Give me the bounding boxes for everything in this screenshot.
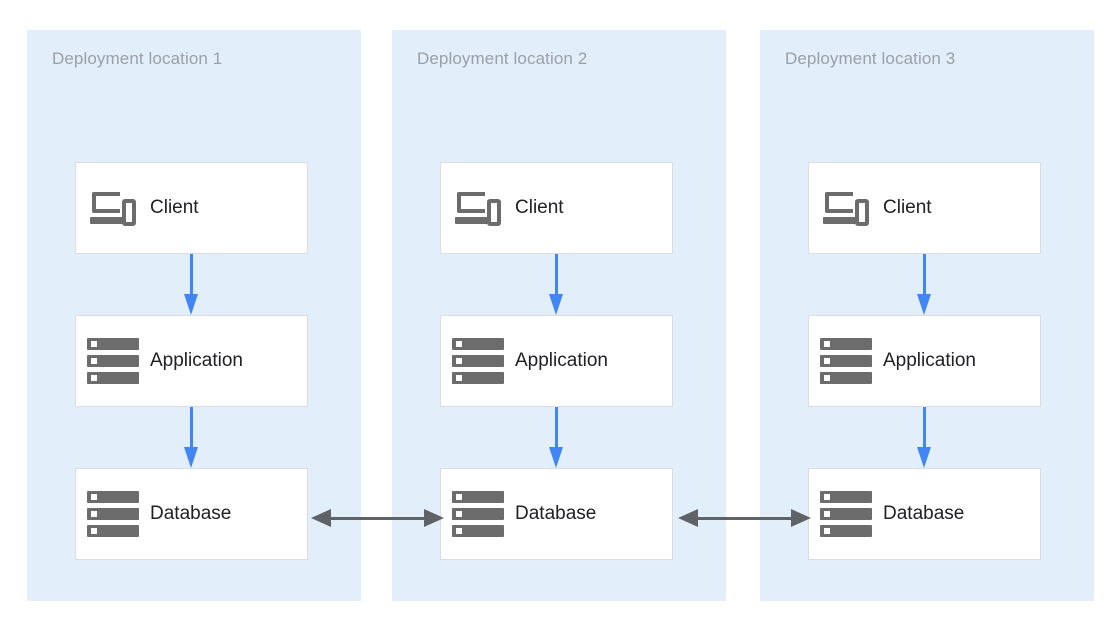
arrow-application-to-database [917,407,931,468]
panel-title: Deployment location 2 [417,49,588,68]
node-database[interactable]: Database [440,468,673,560]
node-client[interactable]: Client [808,162,1041,254]
node-label: Database [515,503,597,524]
arrow-database-replication-1-2 [311,509,444,529]
node-label: Client [150,197,199,218]
arrow-client-to-application [549,254,563,315]
server-stack-icon [809,491,883,537]
node-label: Application [883,350,976,371]
client-devices-icon [441,190,515,226]
deployment-location-panel-2: Deployment location 2 Client Application [392,30,726,601]
node-application[interactable]: Application [75,315,308,407]
server-stack-icon [441,338,515,384]
arrow-head-right-icon [424,509,444,527]
arrow-application-to-database [549,407,563,468]
server-stack-icon [76,338,150,384]
deployment-location-panel-3: Deployment location 3 Client Application [760,30,1094,601]
node-application[interactable]: Application [808,315,1041,407]
arrow-database-replication-2-3 [678,509,811,529]
arrow-head-left-icon [678,509,698,527]
node-label: Application [150,350,243,371]
server-stack-icon [809,338,883,384]
arrow-head-right-icon [791,509,811,527]
node-label: Client [515,197,564,218]
node-client[interactable]: Client [75,162,308,254]
node-label: Client [883,197,932,218]
arrow-client-to-application [184,254,198,315]
node-database[interactable]: Database [808,468,1041,560]
node-label: Database [883,503,965,524]
panel-title: Deployment location 1 [52,49,223,68]
node-label: Application [515,350,608,371]
client-devices-icon [76,190,150,226]
arrow-head-left-icon [311,509,331,527]
arrow-application-to-database [184,407,198,468]
node-database[interactable]: Database [75,468,308,560]
node-application[interactable]: Application [440,315,673,407]
deployment-location-panel-1: Deployment location 1 Client Application [27,30,361,601]
client-devices-icon [809,190,883,226]
node-label: Database [150,503,232,524]
server-stack-icon [76,491,150,537]
server-stack-icon [441,491,515,537]
arrow-client-to-application [917,254,931,315]
node-client[interactable]: Client [440,162,673,254]
panel-title: Deployment location 3 [785,49,956,68]
